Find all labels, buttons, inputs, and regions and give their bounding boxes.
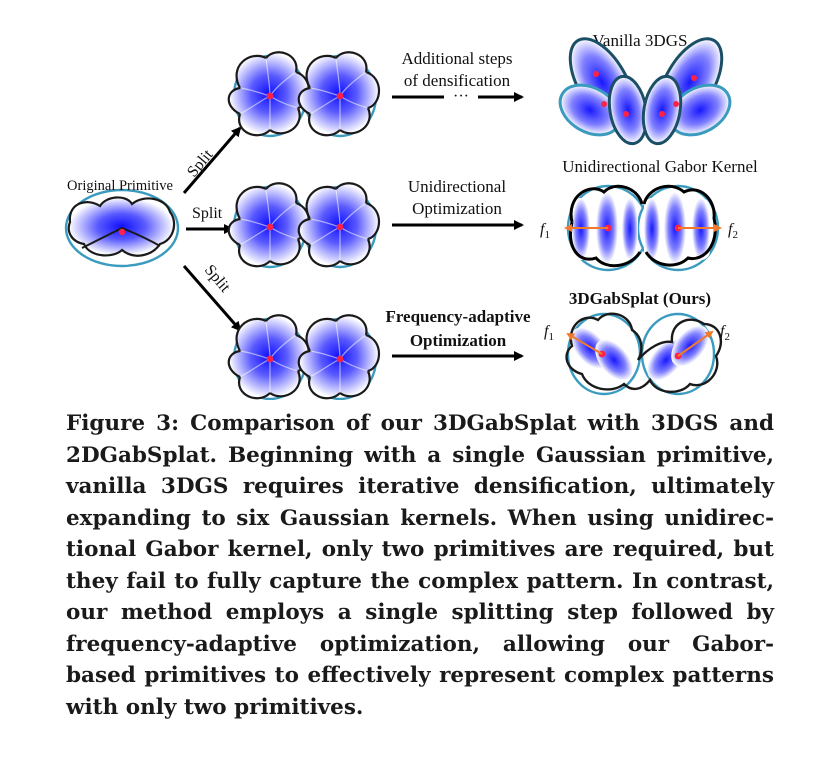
ours-f1-label: f1 xyxy=(544,323,554,343)
split-pair-top xyxy=(227,51,381,138)
figure-3-diagram: Original Primitive Split Split Split xyxy=(64,31,758,400)
ours-title: 3DGabSplat (Ours) xyxy=(569,289,711,308)
frequency-adaptive-label: Frequency-adaptive xyxy=(385,307,531,326)
ours-kernels xyxy=(565,312,723,396)
row-arrows xyxy=(392,92,524,361)
original-primitive-label: Original Primitive xyxy=(67,178,173,194)
split-pair-middle xyxy=(227,182,381,269)
uni-f2-label: f2 xyxy=(728,221,738,241)
split-pair-bottom xyxy=(227,314,381,400)
vanilla-3dgs-title: Vanilla 3DGS xyxy=(593,31,688,50)
caption-text: Comparison of our 3DGabSplat with 3DGS a… xyxy=(66,411,774,720)
figure-caption: Figure 3: Comparison of our 3DGabSplat w… xyxy=(66,408,774,723)
split-arrows xyxy=(182,126,242,332)
split-label-mid: Split xyxy=(192,205,223,222)
additional-steps-label: Additional steps xyxy=(402,49,513,68)
unidirectional-label: Unidirectional xyxy=(408,177,506,196)
uni-f1-label: f1 xyxy=(540,221,550,241)
optimization-label: Optimization xyxy=(412,199,502,218)
uni-gabor-kernels xyxy=(564,184,722,272)
ellipsis-label: ··· xyxy=(453,88,469,105)
uni-gabor-title: Unidirectional Gabor Kernel xyxy=(562,157,758,176)
original-primitive xyxy=(64,188,180,268)
frequency-optimization-label: Optimization xyxy=(410,331,507,350)
densification-label: of densification xyxy=(404,71,511,90)
figure-label: Figure 3: xyxy=(66,411,180,436)
ours-f2-label: f2 xyxy=(720,323,730,343)
split-label-top: Split xyxy=(184,146,217,181)
vanilla-3dgs-kernels xyxy=(558,37,732,146)
